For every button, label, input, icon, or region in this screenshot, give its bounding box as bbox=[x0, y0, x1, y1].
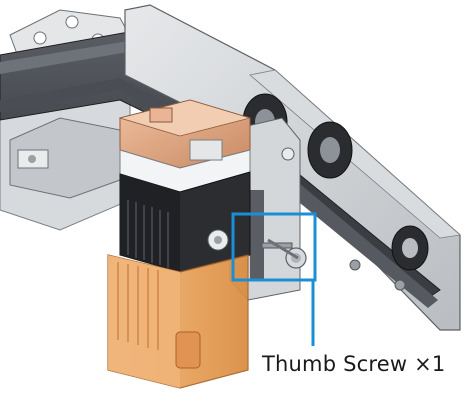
thumb-screw-icon bbox=[261, 238, 307, 269]
laser-module-icon bbox=[107, 99, 252, 389]
thumb-screw-label: Thumb Screw ×1 bbox=[262, 352, 446, 376]
thumb-screw-highlight-box bbox=[231, 212, 317, 282]
